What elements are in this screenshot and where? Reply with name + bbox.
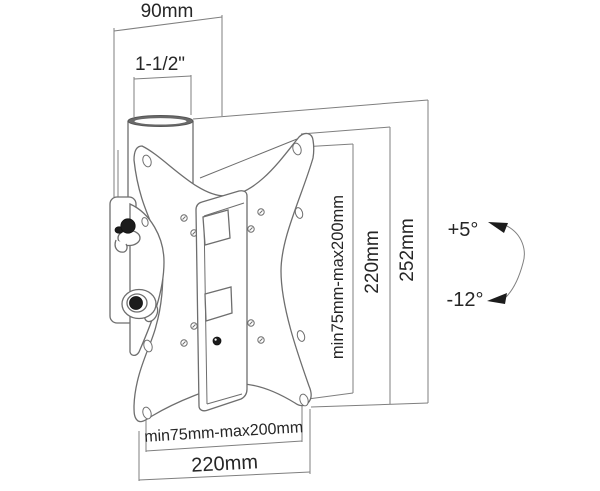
dim-pipe-diameter [133,75,192,117]
label-plate-width: 220mm [191,451,259,476]
dim-bottom-extension [310,402,429,408]
pipe-bore [133,117,188,126]
center-rail [195,190,248,412]
screw-hole [257,208,265,216]
tilt-arc [505,225,525,298]
vesa-screw-holes [180,208,265,347]
screw-hole [247,225,255,233]
screw-hole [257,336,265,344]
tilt-knob-bottom [121,288,159,323]
dim-depth-90mm [113,15,223,197]
dim-plate-width-220mm [138,409,311,481]
label-tilt-down: -12° [447,289,484,311]
label-plate-height: 220mm [362,230,383,293]
label-tilt-up: +5° [448,219,479,241]
rail-screw-highlight [214,338,217,341]
screw-hole [180,339,188,347]
label-pipe-diameter: 1-1/2" [135,54,185,75]
tilt-arrowhead-down [487,293,507,304]
screw-hole [247,319,255,327]
tilt-knob-top [114,218,141,253]
screw-hole [190,322,198,330]
arm-hole [141,217,149,227]
clamp-assembly [109,196,165,357]
knob-lever [114,239,128,253]
tilt-arrow [487,222,525,304]
dim-plate-height-220mm [300,126,391,404]
rail-window-top [202,209,231,246]
rail-screw [212,336,222,346]
label-total-height: 252mm [397,218,418,281]
rail-window-bottom [204,286,233,322]
plate-corner-holes [142,142,309,420]
knob-head [120,218,136,234]
label-depth: 90mm [141,1,194,22]
label-vesa-vertical: min75mm-max200mm [329,195,347,359]
dim-total-height-252mm [192,99,429,403]
label-vesa-horizontal: min75mm-max200mm [144,419,304,446]
screw-hole [180,214,188,222]
plate-back-edge [199,138,298,179]
tilt-arrowhead-up [488,222,508,233]
pivot-bolt [129,296,143,310]
